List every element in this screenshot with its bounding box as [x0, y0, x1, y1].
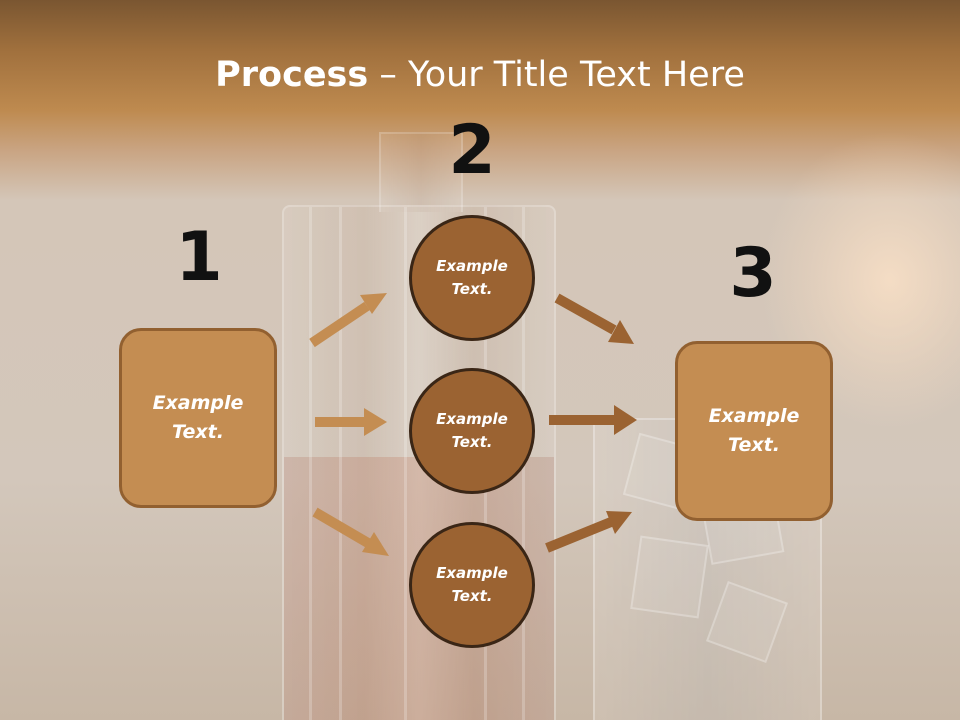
step-2-circle-top-text: Example Text.: [436, 257, 508, 298]
arrow-1-to-middle-head: [364, 408, 387, 436]
arrow-bottom-to-3-head: [606, 511, 632, 534]
step-2-circle-middle-text: Example Text.: [436, 410, 508, 451]
arrow-1-to-bottom-head: [362, 532, 389, 556]
step-2-circle-bottom-text: Example Text.: [436, 564, 508, 605]
slide-title: Process – Your Title Text Here: [0, 52, 960, 98]
step-2-circle-bottom: Example Text.: [409, 522, 535, 648]
arrow-1-to-top-head: [360, 293, 387, 314]
step-1-box: Example Text.: [119, 328, 277, 508]
arrow-top-to-3-shaft: [554, 293, 617, 335]
step-number-1: 1: [175, 218, 223, 297]
arrow-bottom-to-3-shaft: [545, 517, 613, 553]
step-number-3: 3: [729, 234, 777, 313]
step-2-circle-top: Example Text.: [409, 215, 535, 341]
step-number-2: 2: [448, 111, 496, 190]
arrow-1-to-top-shaft: [309, 301, 370, 348]
arrow-middle-to-3-head: [614, 405, 637, 435]
arrow-1-to-bottom-shaft: [312, 507, 371, 548]
step-2-circle-middle: Example Text.: [409, 368, 535, 494]
title-bold-part: Process: [215, 55, 369, 95]
step-3-box-text: Example Text.: [708, 405, 800, 456]
title-rest-part: – Your Title Text Here: [368, 55, 745, 95]
step-3-box: Example Text.: [675, 341, 833, 521]
step-1-box-text: Example Text.: [152, 392, 244, 443]
arrow-top-to-3-head: [608, 320, 634, 344]
